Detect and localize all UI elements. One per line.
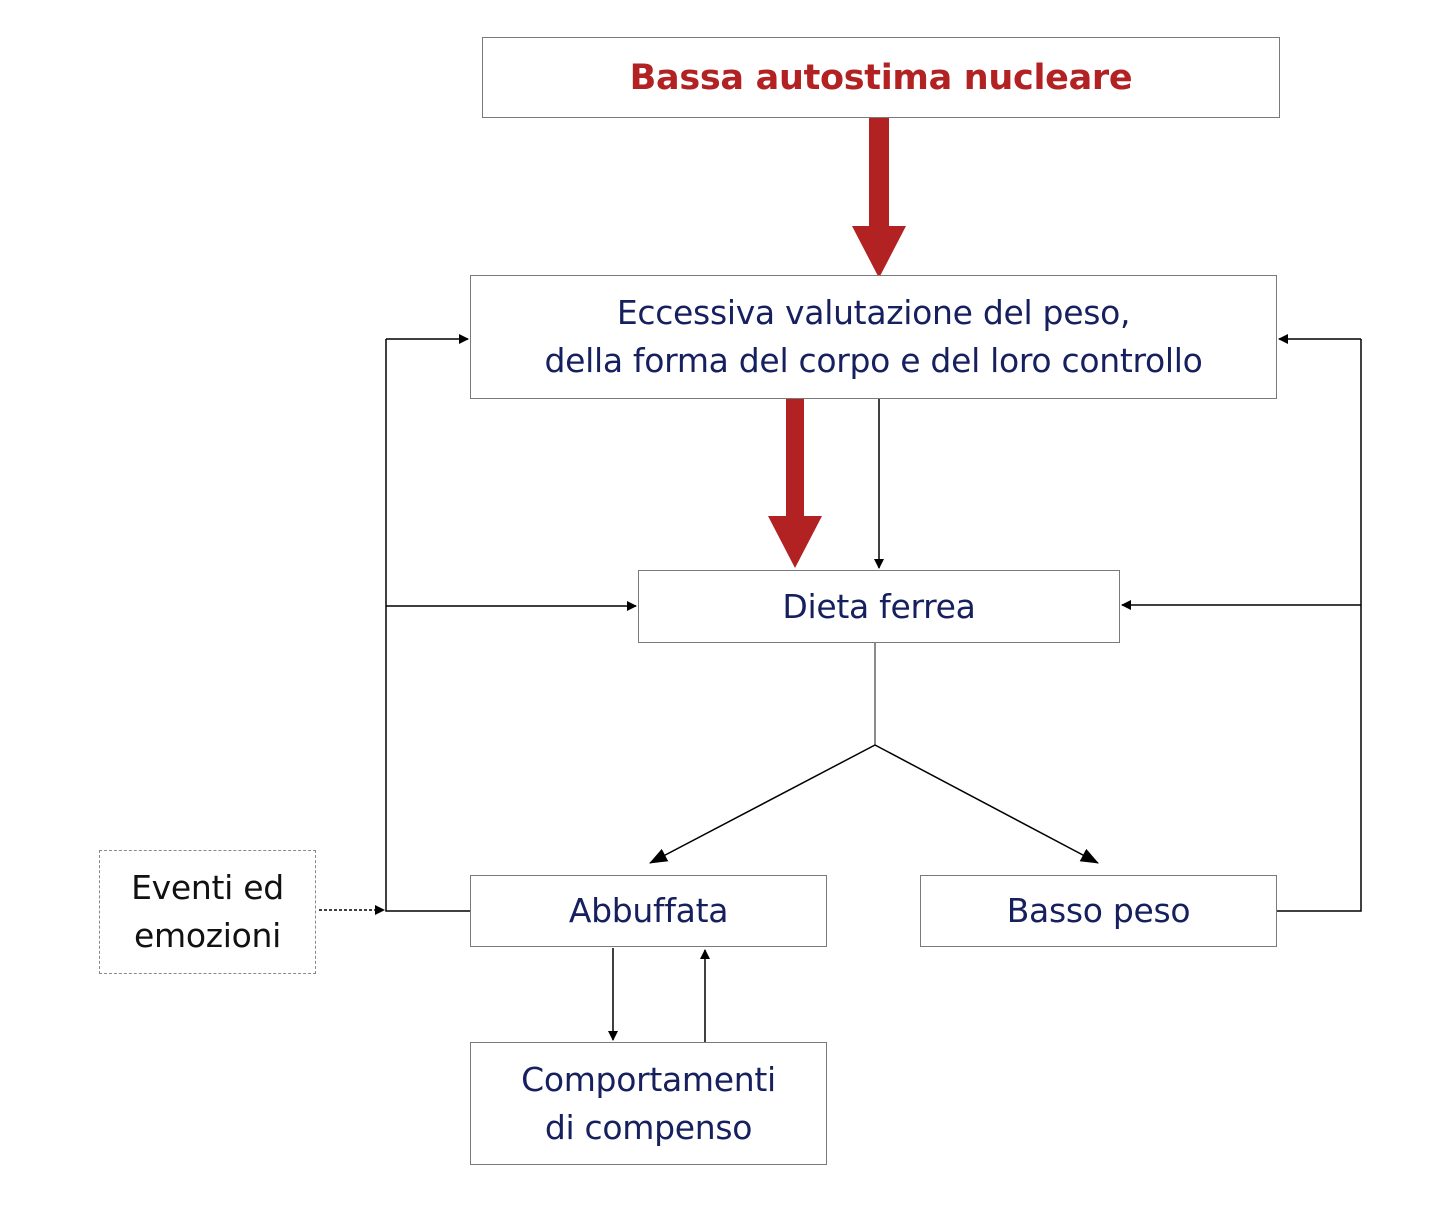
node-events: Eventi ed emozioni — [99, 850, 316, 974]
node-compensatory-line2: di compenso — [544, 1107, 753, 1147]
node-overvaluation-line2: della forma del corpo e del loro control… — [544, 341, 1203, 380]
node-binge: Abbuffata — [470, 875, 827, 947]
node-low-weight: Basso peso — [920, 875, 1277, 947]
feedback-loop-binge — [385, 334, 637, 912]
node-diet: Dieta ferrea — [638, 570, 1120, 643]
primary-arrow-core-to-overvaluation — [852, 118, 906, 278]
node-low-weight-label: Basso peso — [1006, 891, 1191, 930]
node-overvaluation: Eccessiva valutazione del peso, della fo… — [470, 275, 1277, 399]
arrow-branch-to-binge — [649, 744, 876, 864]
node-events-line1: Eventi ed — [131, 868, 284, 907]
primary-arrow-overvaluation-to-diet — [768, 399, 822, 568]
node-events-line2: emozioni — [133, 916, 281, 955]
node-compensatory: Comportamenti di compenso — [470, 1042, 827, 1165]
node-overvaluation-line1: Eccessiva valutazione del peso, — [616, 293, 1131, 332]
feedback-loop-low-weight — [1121, 334, 1362, 912]
node-compensatory-line1: Comportamenti — [521, 1059, 776, 1099]
node-binge-label: Abbuffata — [568, 891, 729, 930]
node-diet-label: Dieta ferrea — [782, 586, 976, 626]
node-core: Bassa autostima nucleare — [482, 37, 1280, 118]
node-core-label: Bassa autostima nucleare — [629, 57, 1133, 98]
arrow-branch-to-low-weight — [874, 744, 1099, 864]
